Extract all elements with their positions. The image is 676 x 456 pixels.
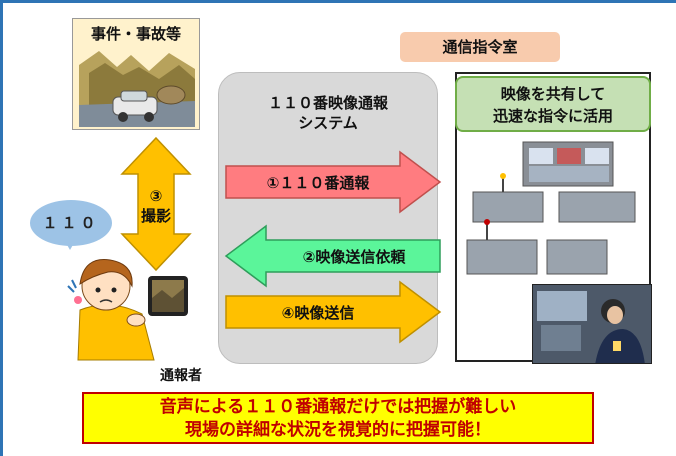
system-title-line2: システム — [298, 114, 358, 132]
caller-label: 通報者 — [160, 368, 202, 384]
shooting-arrow — [120, 136, 192, 272]
caller-illustration — [67, 259, 155, 361]
shooting-step: ③ — [149, 187, 163, 205]
accident-illustration — [79, 45, 195, 127]
arrow-110-call: ①１１０番通報 — [225, 150, 442, 214]
speech-bubble-110: １１０ — [30, 200, 112, 246]
incident-box: 事件・事故等 — [72, 18, 200, 130]
system-title-line1: １１０番映像通報 — [267, 94, 388, 112]
shooting-label: 撮影 — [140, 207, 171, 225]
arrow-110-call-label: ①１１０番通報 — [267, 174, 371, 192]
smartphone-icon — [148, 276, 188, 316]
video-share-box: 映像を共有して 迅速な指令に活用 — [455, 76, 651, 132]
flow-arrows: ①１１０番通報 ②映像送信依頼 ④映像送信 — [224, 150, 442, 344]
summary-banner: 音声による１１０番通報だけでは把握が難しい 現場の詳細な状況を視覚的に把握可能！ — [82, 392, 594, 444]
arrow-video-request-label: ②映像送信依頼 — [303, 248, 407, 266]
arrow-video-request: ②映像送信依頼 — [224, 224, 441, 288]
operator-photo — [532, 284, 652, 364]
banner-line1: 音声による１１０番通報だけでは把握が難しい — [159, 397, 517, 417]
incident-title: 事件・事故等 — [90, 25, 181, 43]
share-text-line2: 迅速な指令に活用 — [492, 107, 613, 125]
share-text-line1: 映像を共有して — [500, 85, 606, 103]
arrow-video-send: ④映像送信 — [225, 280, 442, 344]
command-room-label: 通信指令室 — [400, 32, 560, 62]
arrow-video-send-label: ④映像送信 — [282, 304, 355, 322]
command-room-illustration — [466, 141, 636, 275]
banner-line2: 現場の詳細な状況を視覚的に把握可能！ — [185, 420, 491, 440]
